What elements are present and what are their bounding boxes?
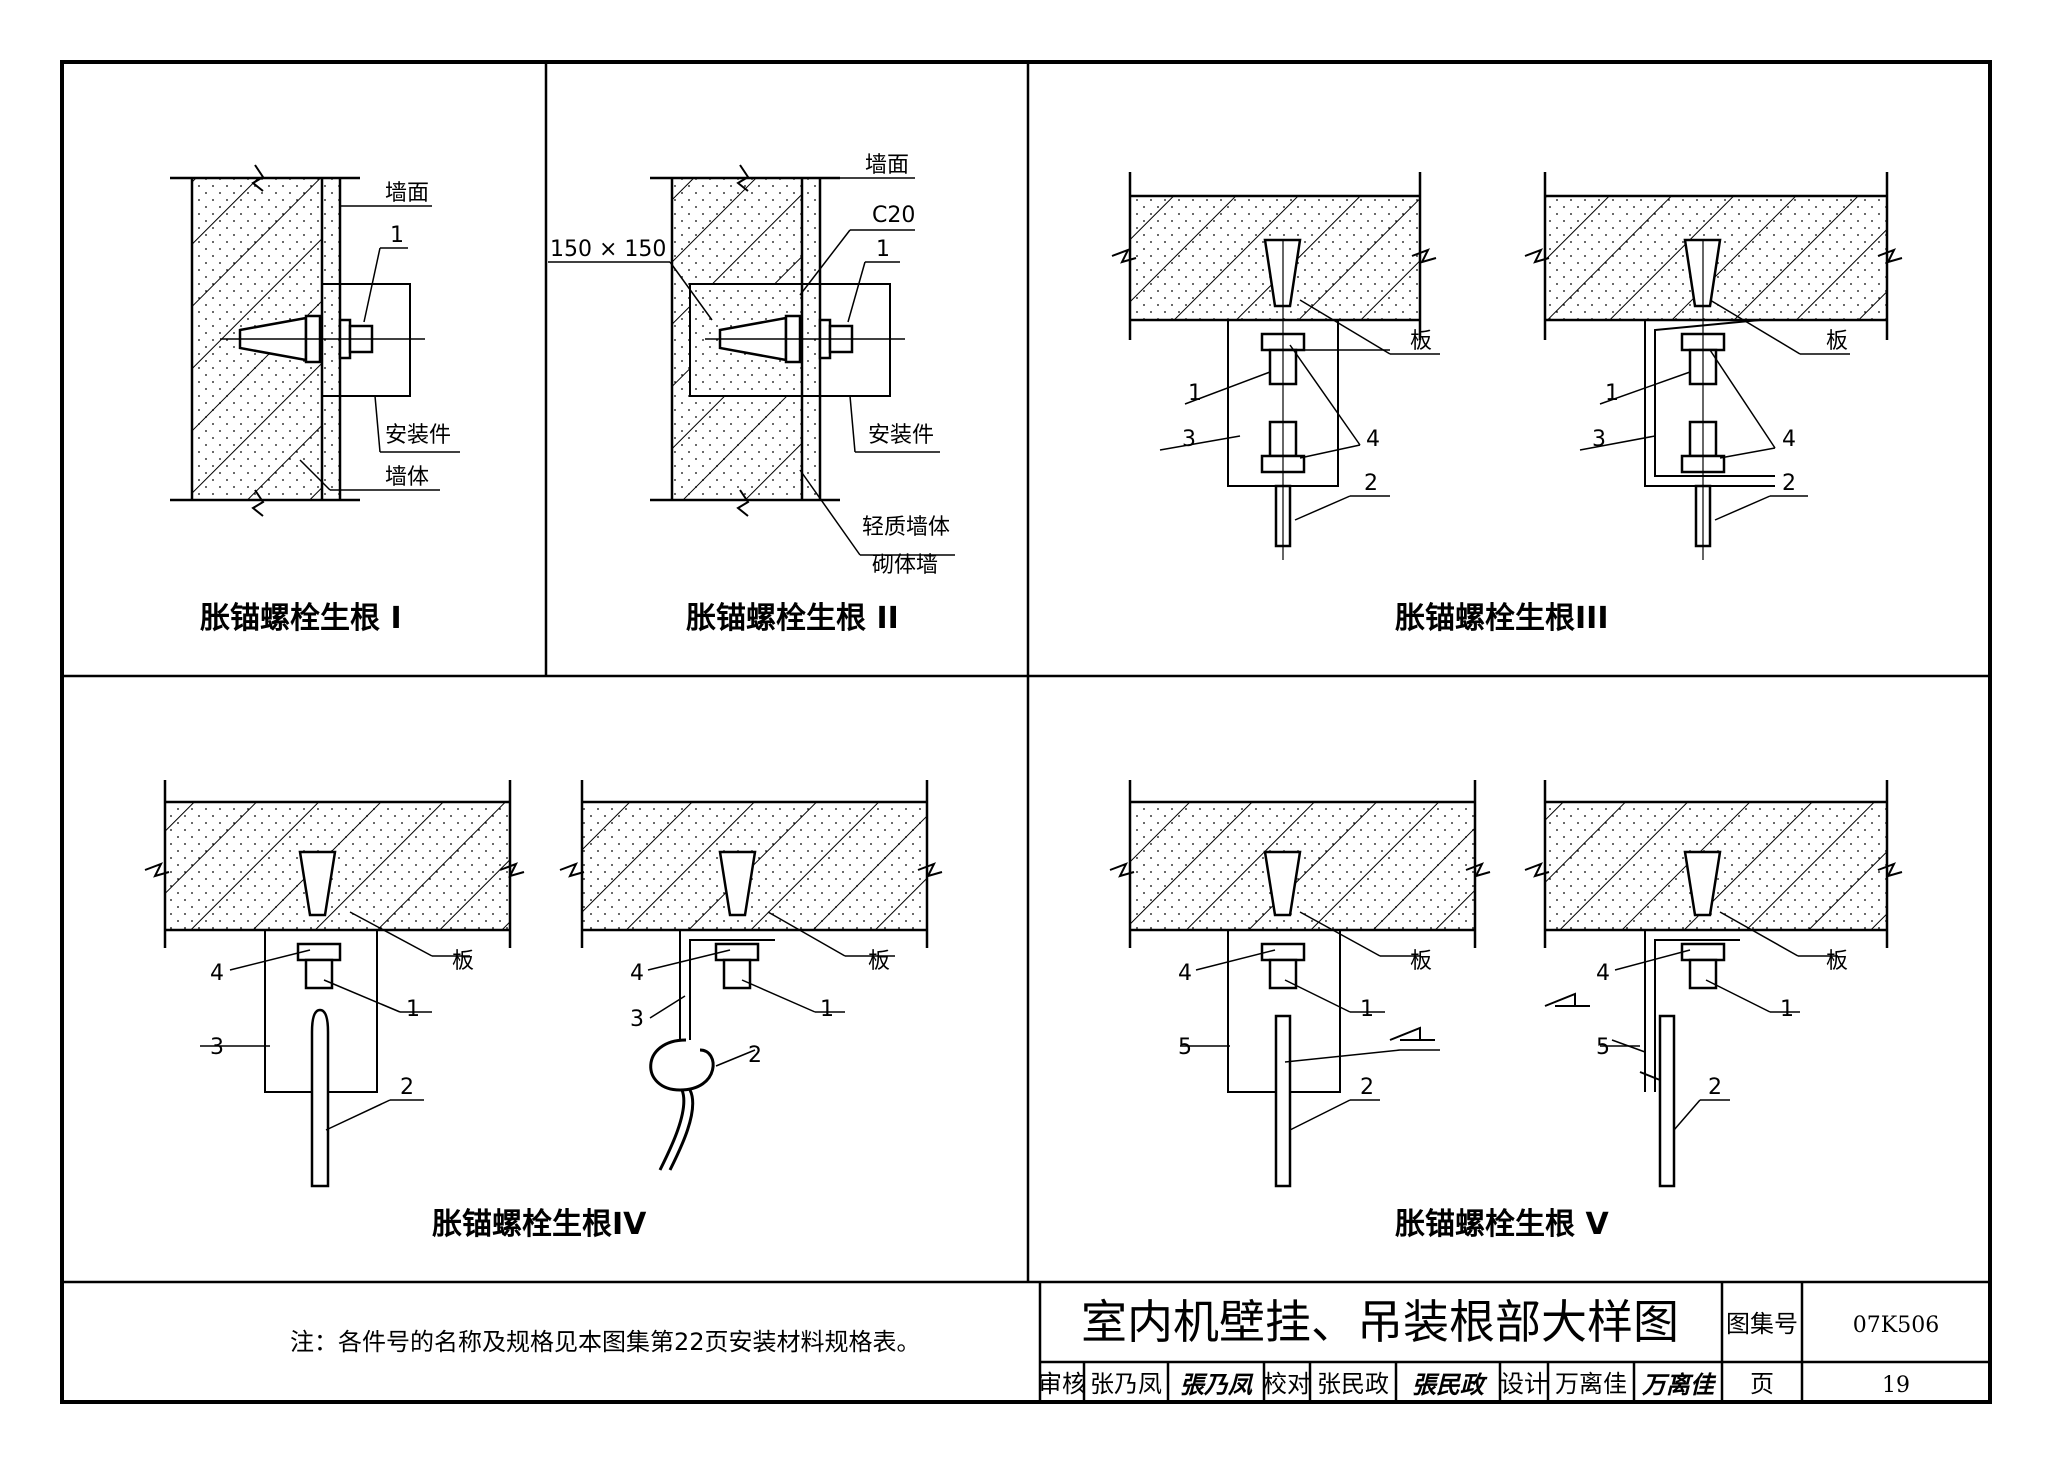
label-4-iv-b: 4	[630, 961, 644, 986]
label-slab-iv-a: 板	[452, 949, 474, 974]
label-install-part-2: 安装件	[868, 423, 934, 448]
label-slab-iv-b: 板	[868, 949, 890, 974]
label-1-v-b: 1	[1780, 997, 1794, 1022]
detail-V-b: 板 4 1 5 2	[1524, 780, 1903, 1188]
design-label: 设计	[1500, 1370, 1548, 1398]
caption-anchor-II: 胀锚螺栓生根 II	[686, 601, 899, 636]
panel-anchor-III: 板 1 3 4 2	[1111, 172, 1903, 636]
detail-IV-b: 板 4 1 3 2	[559, 780, 943, 1171]
designer-signature: 万离佳	[1641, 1370, 1717, 1399]
label-1-iv-b: 1	[820, 997, 834, 1022]
label-4-iii-b: 4	[1782, 427, 1796, 452]
check-label: 校对	[1263, 1370, 1311, 1398]
checker-signature: 張民政	[1412, 1370, 1488, 1399]
page-number: 19	[1882, 1373, 1910, 1398]
page-label: 页	[1750, 1370, 1774, 1398]
drawing-title: 室内机壁挂、吊装根部大样图	[1081, 1295, 1679, 1349]
label-2-iv-b: 2	[748, 1043, 762, 1068]
panel-anchor-I: 墙面 1 安装件 墙体 胀锚螺栓生根 I	[170, 164, 460, 636]
label-slab-v-b: 板	[1826, 949, 1848, 974]
label-masonry-wall: 砌体墙	[872, 553, 938, 578]
detail-III-b: 板 1 3 4 2	[1524, 172, 1903, 560]
caption-anchor-I: 胀锚螺栓生根 I	[200, 601, 402, 636]
label-c20: C20	[872, 203, 915, 228]
label-slab-iii-a: 板	[1410, 329, 1432, 354]
label-3-iii-b: 3	[1592, 427, 1606, 452]
label-5-v-a: 5	[1178, 1035, 1192, 1060]
label-1-iii-a: 1	[1188, 381, 1202, 406]
checker-name: 张民政	[1317, 1370, 1389, 1398]
label-3-iv-b: 3	[630, 1007, 644, 1032]
footnote: 注：各件号的名称及规格见本图集第22页安装材料规格表。	[290, 1328, 921, 1356]
label-4-v-a: 4	[1178, 961, 1192, 986]
label-1-iv-a: 1	[406, 997, 420, 1022]
label-4-iv-a: 4	[210, 961, 224, 986]
review-label: 审核	[1038, 1370, 1086, 1398]
detail-V-a: 板 4 1 5 2	[1109, 780, 1491, 1188]
label-4-v-b: 4	[1596, 961, 1610, 986]
label-slab-v-a: 板	[1410, 949, 1432, 974]
caption-anchor-V: 胀锚螺栓生根 V	[1395, 1207, 1609, 1242]
panel-anchor-V: 板 4 1 5 2	[1109, 780, 1903, 1242]
label-150x150: 150 × 150	[550, 237, 666, 262]
panel-anchor-II: 墙面 C20 1 150 × 150 安装件 轻质墙体 砌体墙 胀锚螺栓生根 I…	[548, 153, 955, 636]
detail-IV-a: 板 4 1 3 2	[144, 780, 525, 1188]
caption-anchor-IV: 胀锚螺栓生根IV	[432, 1207, 647, 1242]
label-3-iii-a: 3	[1182, 427, 1196, 452]
title-block	[1038, 1282, 1990, 1402]
label-wall-body: 墙体	[385, 465, 429, 490]
label-5-v-b: 5	[1596, 1035, 1610, 1060]
label-wall-face-2: 墙面	[865, 153, 909, 178]
label-wall-face: 墙面	[385, 181, 429, 206]
reviewer-signature: 張乃凤	[1180, 1370, 1254, 1399]
atlas-label: 图集号	[1726, 1310, 1798, 1338]
reviewer-name: 张乃凤	[1090, 1370, 1162, 1398]
designer-name: 万离佳	[1555, 1370, 1627, 1398]
label-2-iv-a: 2	[400, 1075, 414, 1100]
label-light-wall: 轻质墙体	[862, 515, 950, 540]
label-part-1-ii: 1	[876, 237, 890, 262]
label-2-iii-b: 2	[1782, 471, 1796, 496]
label-2-v-b: 2	[1708, 1075, 1722, 1100]
atlas-number: 07K506	[1853, 1313, 1939, 1338]
detail-III-a: 板 1 3 4 2	[1111, 172, 1440, 560]
label-install-part: 安装件	[385, 423, 451, 448]
label-1-v-a: 1	[1360, 997, 1374, 1022]
sheet-frame	[60, 60, 1992, 1404]
label-1-iii-b: 1	[1605, 381, 1619, 406]
caption-anchor-III: 胀锚螺栓生根III	[1395, 601, 1609, 636]
label-3-iv-a: 3	[210, 1035, 224, 1060]
panel-anchor-IV: 板 4 1 3 2	[144, 780, 943, 1242]
label-part-1: 1	[390, 223, 404, 248]
label-slab-iii-b: 板	[1826, 329, 1848, 354]
label-2-iii-a: 2	[1364, 471, 1378, 496]
label-2-v-a: 2	[1360, 1075, 1374, 1100]
label-4-iii-a: 4	[1366, 427, 1380, 452]
